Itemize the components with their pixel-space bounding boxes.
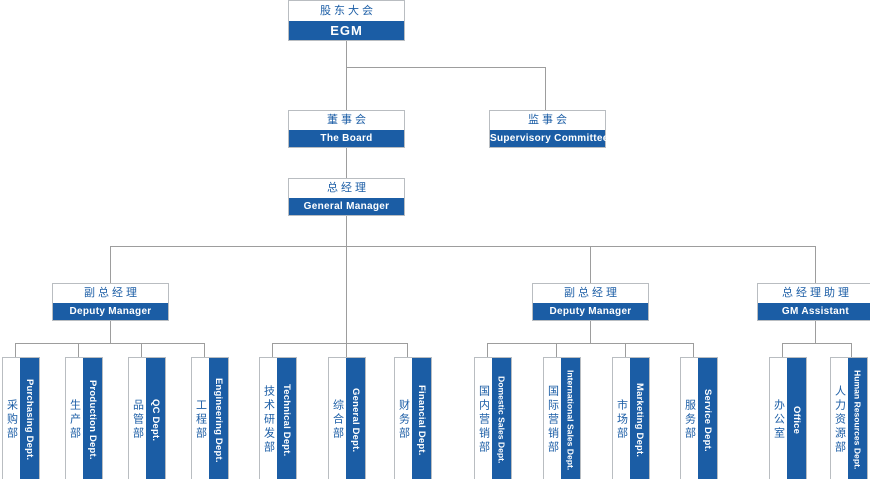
dept-technical-en: Technical Dept. — [277, 358, 296, 479]
node-deputy-manager-1[interactable]: 副总经理 Deputy Manager — [52, 283, 169, 321]
connector-deputy1-up — [110, 246, 111, 283]
connector-dept-financial-up — [407, 343, 408, 357]
dept-technical[interactable]: 技术研发部 Technical Dept. — [259, 357, 297, 479]
dept-human-resources-en: Human Resources Dept. — [848, 358, 867, 479]
node-deputy-manager-1-cn: 副总经理 — [53, 284, 168, 303]
dept-general[interactable]: 综合部 General Dept. — [328, 357, 366, 479]
node-supervisory-committee-en: Supervisory Committee — [490, 130, 608, 147]
dept-purchasing[interactable]: 采购部 Purchasing Dept. — [2, 357, 40, 479]
node-egm-en: EGM — [289, 21, 404, 40]
dept-qc[interactable]: 品管部 QC Dept. — [128, 357, 166, 479]
dept-general-en: General Dept. — [346, 358, 365, 479]
connector-deputy2-up — [590, 246, 591, 283]
node-general-manager[interactable]: 总经理 General Manager — [288, 178, 405, 216]
dept-qc-cn: 品管部 — [129, 358, 146, 479]
dept-qc-en: QC Dept. — [146, 358, 165, 479]
dept-production[interactable]: 生产部 Production Dept. — [65, 357, 103, 479]
connector-dept-domestic-up — [487, 343, 488, 357]
node-gm-assistant-cn: 总经理助理 — [758, 284, 870, 303]
connector-dept-international-up — [556, 343, 557, 357]
dept-domestic-sales-en: Domestic Sales Dept. — [492, 358, 511, 479]
connector-board-to-gm — [346, 148, 347, 179]
connector-dept-service-up — [693, 343, 694, 357]
node-board[interactable]: 董事会 The Board — [288, 110, 405, 148]
dept-office-cn: 办公室 — [770, 358, 787, 479]
connector-bus-level2 — [346, 67, 546, 68]
connector-bus-gmasst — [782, 343, 852, 344]
dept-production-cn: 生产部 — [66, 358, 83, 479]
connector-dept-production-up — [78, 343, 79, 357]
dept-service-cn: 服务部 — [681, 358, 698, 479]
node-deputy-manager-2-en: Deputy Manager — [533, 303, 648, 320]
node-deputy-manager-2[interactable]: 副总经理 Deputy Manager — [532, 283, 649, 321]
node-board-en: The Board — [289, 130, 404, 147]
connector-bus-deputy1 — [15, 343, 205, 344]
connector-deputy2-down — [590, 320, 591, 343]
node-general-manager-cn: 总经理 — [289, 179, 404, 198]
node-general-manager-en: General Manager — [289, 198, 404, 215]
dept-purchasing-cn: 采购部 — [3, 358, 20, 479]
connector-bus-level4 — [110, 246, 816, 247]
node-board-cn: 董事会 — [289, 111, 404, 130]
dept-human-resources[interactable]: 人力资源部 Human Resources Dept. — [830, 357, 868, 479]
node-egm-cn: 股东大会 — [289, 1, 404, 21]
dept-international-sales[interactable]: 国际营销部 International Sales Dept. — [543, 357, 581, 479]
connector-dept-qc-up — [141, 343, 142, 357]
dept-marketing[interactable]: 市场部 Marketing Dept. — [612, 357, 650, 479]
dept-service-en: Service Dept. — [698, 358, 717, 479]
connector-dept-office-up — [782, 343, 783, 357]
connector-dept-engineering-up — [204, 343, 205, 357]
dept-financial-en: Financial Dept. — [412, 358, 431, 479]
connector-dept-marketing-up — [625, 343, 626, 357]
dept-engineering-en: Engineering Dept. — [209, 358, 228, 479]
connector-gm-trunk — [346, 216, 347, 357]
dept-financial-cn: 财务部 — [395, 358, 412, 479]
dept-engineering-cn: 工程部 — [192, 358, 209, 479]
connector-egm-down — [346, 40, 347, 67]
dept-human-resources-cn: 人力资源部 — [831, 358, 848, 479]
connector-bus-deputy2 — [487, 343, 693, 344]
dept-office-en: Office — [787, 358, 806, 479]
connector-dept-purchasing-up — [15, 343, 16, 357]
connector-board-up — [346, 67, 347, 111]
connector-supervisory-up — [545, 67, 546, 111]
dept-financial[interactable]: 财务部 Financial Dept. — [394, 357, 432, 479]
dept-international-sales-en: International Sales Dept. — [561, 358, 580, 479]
node-deputy-manager-1-en: Deputy Manager — [53, 303, 168, 320]
connector-gmasst-up — [815, 246, 816, 283]
node-gm-assistant[interactable]: 总经理助理 GM Assistant — [757, 283, 870, 321]
connector-dept-hr-up — [851, 343, 852, 357]
dept-international-sales-cn: 国际营销部 — [544, 358, 561, 479]
connector-dept-technical-up — [272, 343, 273, 357]
dept-production-en: Production Dept. — [83, 358, 102, 479]
node-supervisory-committee-cn: 监事会 — [490, 111, 605, 130]
dept-service[interactable]: 服务部 Service Dept. — [680, 357, 718, 479]
node-gm-assistant-en: GM Assistant — [758, 303, 870, 320]
dept-marketing-cn: 市场部 — [613, 358, 630, 479]
connector-bus-gm-direct — [272, 343, 408, 344]
dept-office[interactable]: 办公室 Office — [769, 357, 807, 479]
dept-domestic-sales[interactable]: 国内营销部 Domestic Sales Dept. — [474, 357, 512, 479]
node-egm[interactable]: 股东大会 EGM — [288, 0, 405, 41]
dept-general-cn: 综合部 — [329, 358, 346, 479]
node-deputy-manager-2-cn: 副总经理 — [533, 284, 648, 303]
dept-marketing-en: Marketing Dept. — [630, 358, 649, 479]
dept-domestic-sales-cn: 国内营销部 — [475, 358, 492, 479]
connector-gmasst-down — [815, 320, 816, 343]
dept-technical-cn: 技术研发部 — [260, 358, 277, 479]
connector-deputy1-down — [110, 320, 111, 343]
node-supervisory-committee[interactable]: 监事会 Supervisory Committee — [489, 110, 608, 148]
dept-purchasing-en: Purchasing Dept. — [20, 358, 39, 479]
dept-engineering[interactable]: 工程部 Engineering Dept. — [191, 357, 229, 479]
